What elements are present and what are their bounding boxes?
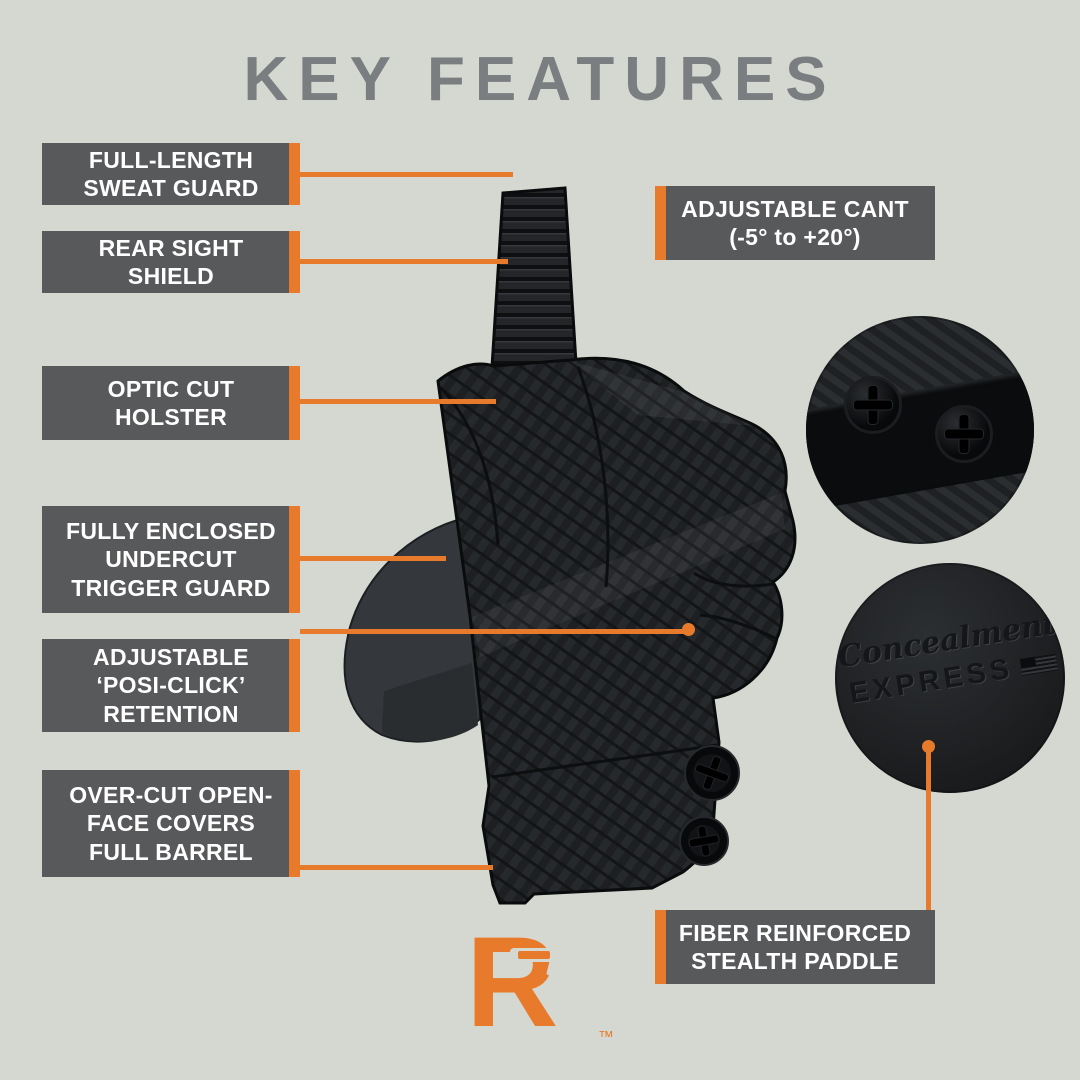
- stealth-paddle: [343, 513, 482, 743]
- screw-slot: [854, 400, 892, 410]
- callout-adjustable-cant: ADJUSTABLE CANT (-5° to +20°): [655, 186, 935, 260]
- accent-bar: [289, 143, 300, 205]
- accent-bar: [289, 770, 300, 877]
- brand-stamp: Concealment EXPRESS: [835, 605, 1065, 712]
- connector-line-paddle: [926, 748, 931, 911]
- flag-icon: [1019, 653, 1058, 676]
- callout-rear-sight-shield: REAR SIGHT SHIELD: [42, 231, 300, 293]
- page-title: KEY FEATURES: [243, 45, 837, 114]
- screw-slot: [945, 429, 983, 439]
- inset-circle-brand-stamp: Concealment EXPRESS: [835, 563, 1065, 793]
- holster-illustration: [343, 186, 797, 905]
- cant-screw: [844, 376, 902, 434]
- callout-undercut-trigger-guard: FULLY ENCLOSED UNDERCUT TRIGGER GUARD: [42, 506, 300, 613]
- callout-optic-cut-holster: OPTIC CUT HOLSTER: [42, 366, 300, 440]
- brand-logo: R ™: [466, 918, 614, 1048]
- connector-dot-paddle: [922, 740, 935, 753]
- cant-screw: [935, 405, 993, 463]
- connector-dot-retention: [682, 623, 695, 636]
- accent-bar: [655, 186, 666, 260]
- callout-label: REAR SIGHT SHIELD: [98, 234, 244, 289]
- callout-label: FULL-LENGTH SWEAT GUARD: [83, 146, 259, 201]
- callout-over-cut-open-face: OVER-CUT OPEN- FACE COVERS FULL BARREL: [42, 770, 300, 877]
- callout-label: ADJUSTABLE CANT (-5° to +20°): [681, 195, 909, 250]
- connector-line-sweat-guard: [300, 172, 513, 177]
- pistol-slide: [518, 951, 550, 959]
- pistol-grip-cutout: [546, 959, 561, 977]
- retention-screw: [684, 745, 740, 801]
- accent-bar: [655, 910, 666, 984]
- connector-line-trigger-guard: [300, 556, 446, 561]
- brand-logo-letter: R: [466, 918, 558, 1048]
- callout-posi-click-retention: ADJUSTABLE ‘POSI-CLICK’ RETENTION: [42, 639, 300, 732]
- inset-circle-cant-hardware: [806, 316, 1034, 544]
- connector-line-rear-sight: [300, 259, 508, 264]
- accent-bar: [289, 639, 300, 732]
- accent-bar: [289, 506, 300, 613]
- retention-screw: [679, 816, 729, 866]
- callout-label: FULLY ENCLOSED UNDERCUT TRIGGER GUARD: [66, 518, 276, 601]
- callout-label: FIBER REINFORCED STEALTH PADDLE: [678, 919, 912, 974]
- callout-full-length-sweat-guard: FULL-LENGTH SWEAT GUARD: [42, 143, 300, 205]
- callout-label: ADJUSTABLE ‘POSI-CLICK’ RETENTION: [93, 644, 249, 727]
- connector-line-optic-cut: [300, 399, 496, 404]
- connector-line-over-cut: [300, 865, 493, 870]
- sweat-guard: [490, 186, 578, 369]
- accent-bar: [289, 366, 300, 440]
- callout-fiber-reinforced-paddle: FIBER REINFORCED STEALTH PADDLE: [655, 910, 935, 984]
- cant-hardware-plate: [806, 363, 1034, 515]
- trademark-symbol: ™: [598, 1029, 614, 1046]
- callout-label: OVER-CUT OPEN- FACE COVERS FULL BARREL: [69, 782, 273, 865]
- accent-bar: [289, 231, 300, 293]
- connector-line-retention: [300, 629, 688, 634]
- callout-label: OPTIC CUT HOLSTER: [107, 375, 235, 430]
